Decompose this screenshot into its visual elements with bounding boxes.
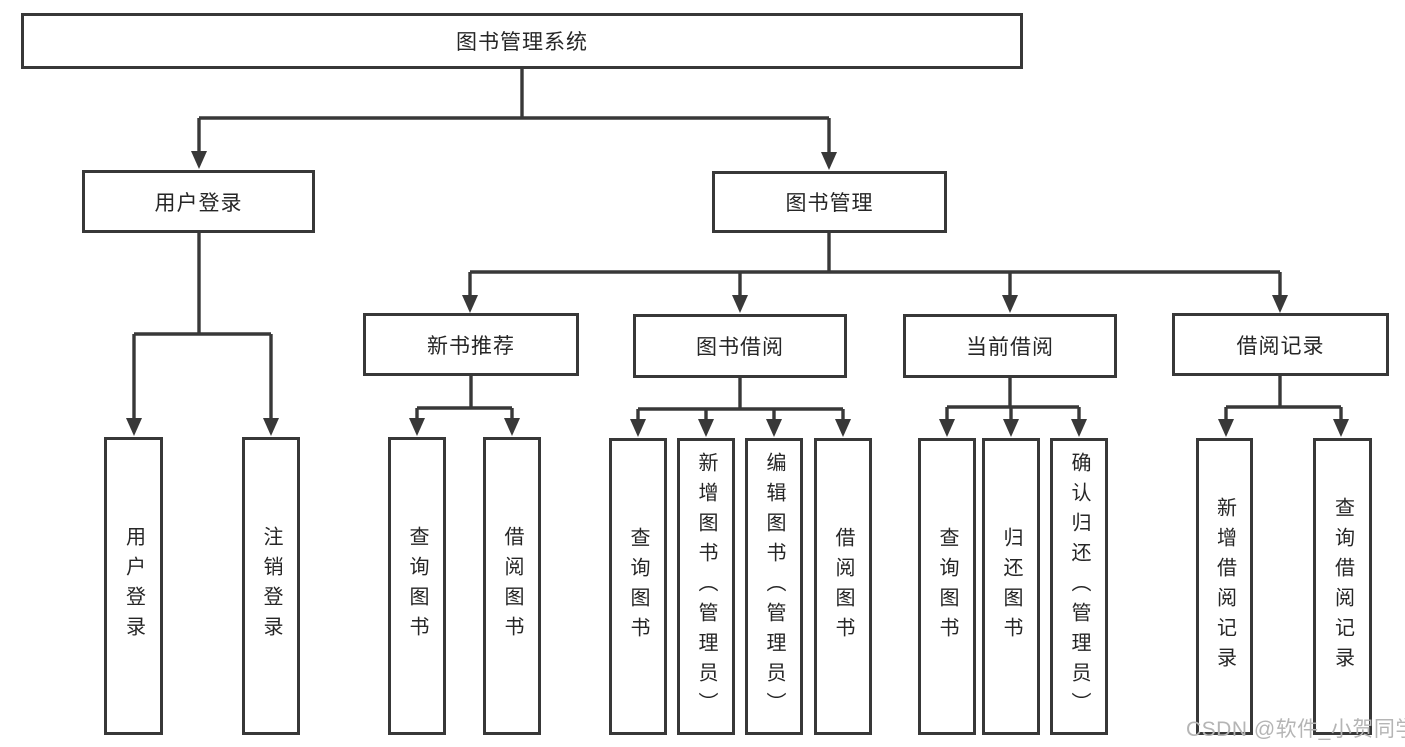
leaf-return-book: 归还图书 bbox=[982, 438, 1040, 735]
leaf-add-book-label: 新增图书（管理员） bbox=[695, 451, 717, 722]
node-borrow-record-label: 借阅记录 bbox=[1236, 334, 1325, 358]
node-book-borrow-label: 图书借阅 bbox=[696, 336, 784, 359]
leaf-borrow-book-rec: 借阅图书 bbox=[483, 437, 541, 735]
leaf-query-borrow-record-label: 查询借阅记录 bbox=[1331, 496, 1354, 677]
leaf-query-book-rec-label: 查询图书 bbox=[406, 526, 428, 646]
connector-root-to-level2 bbox=[191, 69, 837, 170]
node-new-book-rec-label: 新书推荐 bbox=[427, 334, 515, 358]
leaf-add-borrow-record-label: 新增借阅记录 bbox=[1213, 496, 1236, 677]
leaf-add-borrow-record: 新增借阅记录 bbox=[1196, 438, 1253, 735]
leaf-edit-book: 编辑图书（管理员） bbox=[745, 438, 803, 735]
leaf-user-login-label: 用户登录 bbox=[122, 526, 145, 646]
connector-user-login-to-leaves bbox=[126, 233, 279, 436]
leaf-edit-book-label: 编辑图书（管理员） bbox=[763, 451, 785, 722]
connector-current-borrow-to-leaves bbox=[939, 378, 1087, 437]
node-book-borrow: 图书借阅 bbox=[633, 314, 847, 378]
leaf-query-borrow-record: 查询借阅记录 bbox=[1313, 438, 1372, 735]
leaf-logout-label: 注销登录 bbox=[260, 526, 282, 646]
node-new-book-rec: 新书推荐 bbox=[363, 313, 579, 376]
csdn-watermark: CSDN @软件_小贺同学 bbox=[1186, 718, 1405, 741]
leaf-query-book-current-label: 查询图书 bbox=[936, 526, 958, 647]
leaf-query-book-rec: 查询图书 bbox=[388, 437, 446, 735]
leaf-borrow-book-label: 借阅图书 bbox=[832, 526, 854, 647]
node-book-mgmt: 图书管理 bbox=[712, 171, 947, 233]
leaf-logout: 注销登录 bbox=[242, 437, 300, 735]
node-user-login-label: 用户登录 bbox=[154, 191, 243, 215]
leaf-borrow-book-rec-label: 借阅图书 bbox=[501, 526, 523, 646]
node-root-label: 图书管理系统 bbox=[456, 31, 588, 54]
leaf-query-book-borrow: 查询图书 bbox=[609, 438, 667, 735]
leaf-add-book: 新增图书（管理员） bbox=[677, 438, 735, 735]
node-current-borrow: 当前借阅 bbox=[903, 314, 1117, 378]
leaf-query-book-borrow-label: 查询图书 bbox=[627, 526, 649, 647]
leaf-confirm-return-label: 确认归还（管理员） bbox=[1068, 451, 1090, 722]
leaf-user-login: 用户登录 bbox=[104, 437, 163, 735]
leaf-return-book-label: 归还图书 bbox=[1000, 526, 1022, 647]
node-user-login: 用户登录 bbox=[82, 170, 315, 233]
node-book-mgmt-label: 图书管理 bbox=[785, 192, 874, 215]
connector-new-book-rec-to-leaves bbox=[409, 376, 520, 436]
connector-book-mgmt-to-level3 bbox=[462, 233, 1288, 313]
node-borrow-record: 借阅记录 bbox=[1172, 313, 1389, 376]
connector-borrow-record-to-leaves bbox=[1218, 376, 1349, 437]
node-current-borrow-label: 当前借阅 bbox=[966, 336, 1054, 359]
node-root: 图书管理系统 bbox=[21, 13, 1023, 69]
leaf-borrow-book: 借阅图书 bbox=[814, 438, 872, 735]
leaf-confirm-return: 确认归还（管理员） bbox=[1050, 438, 1108, 735]
leaf-query-book-current: 查询图书 bbox=[918, 438, 976, 735]
connector-book-borrow-to-leaves bbox=[630, 378, 851, 437]
